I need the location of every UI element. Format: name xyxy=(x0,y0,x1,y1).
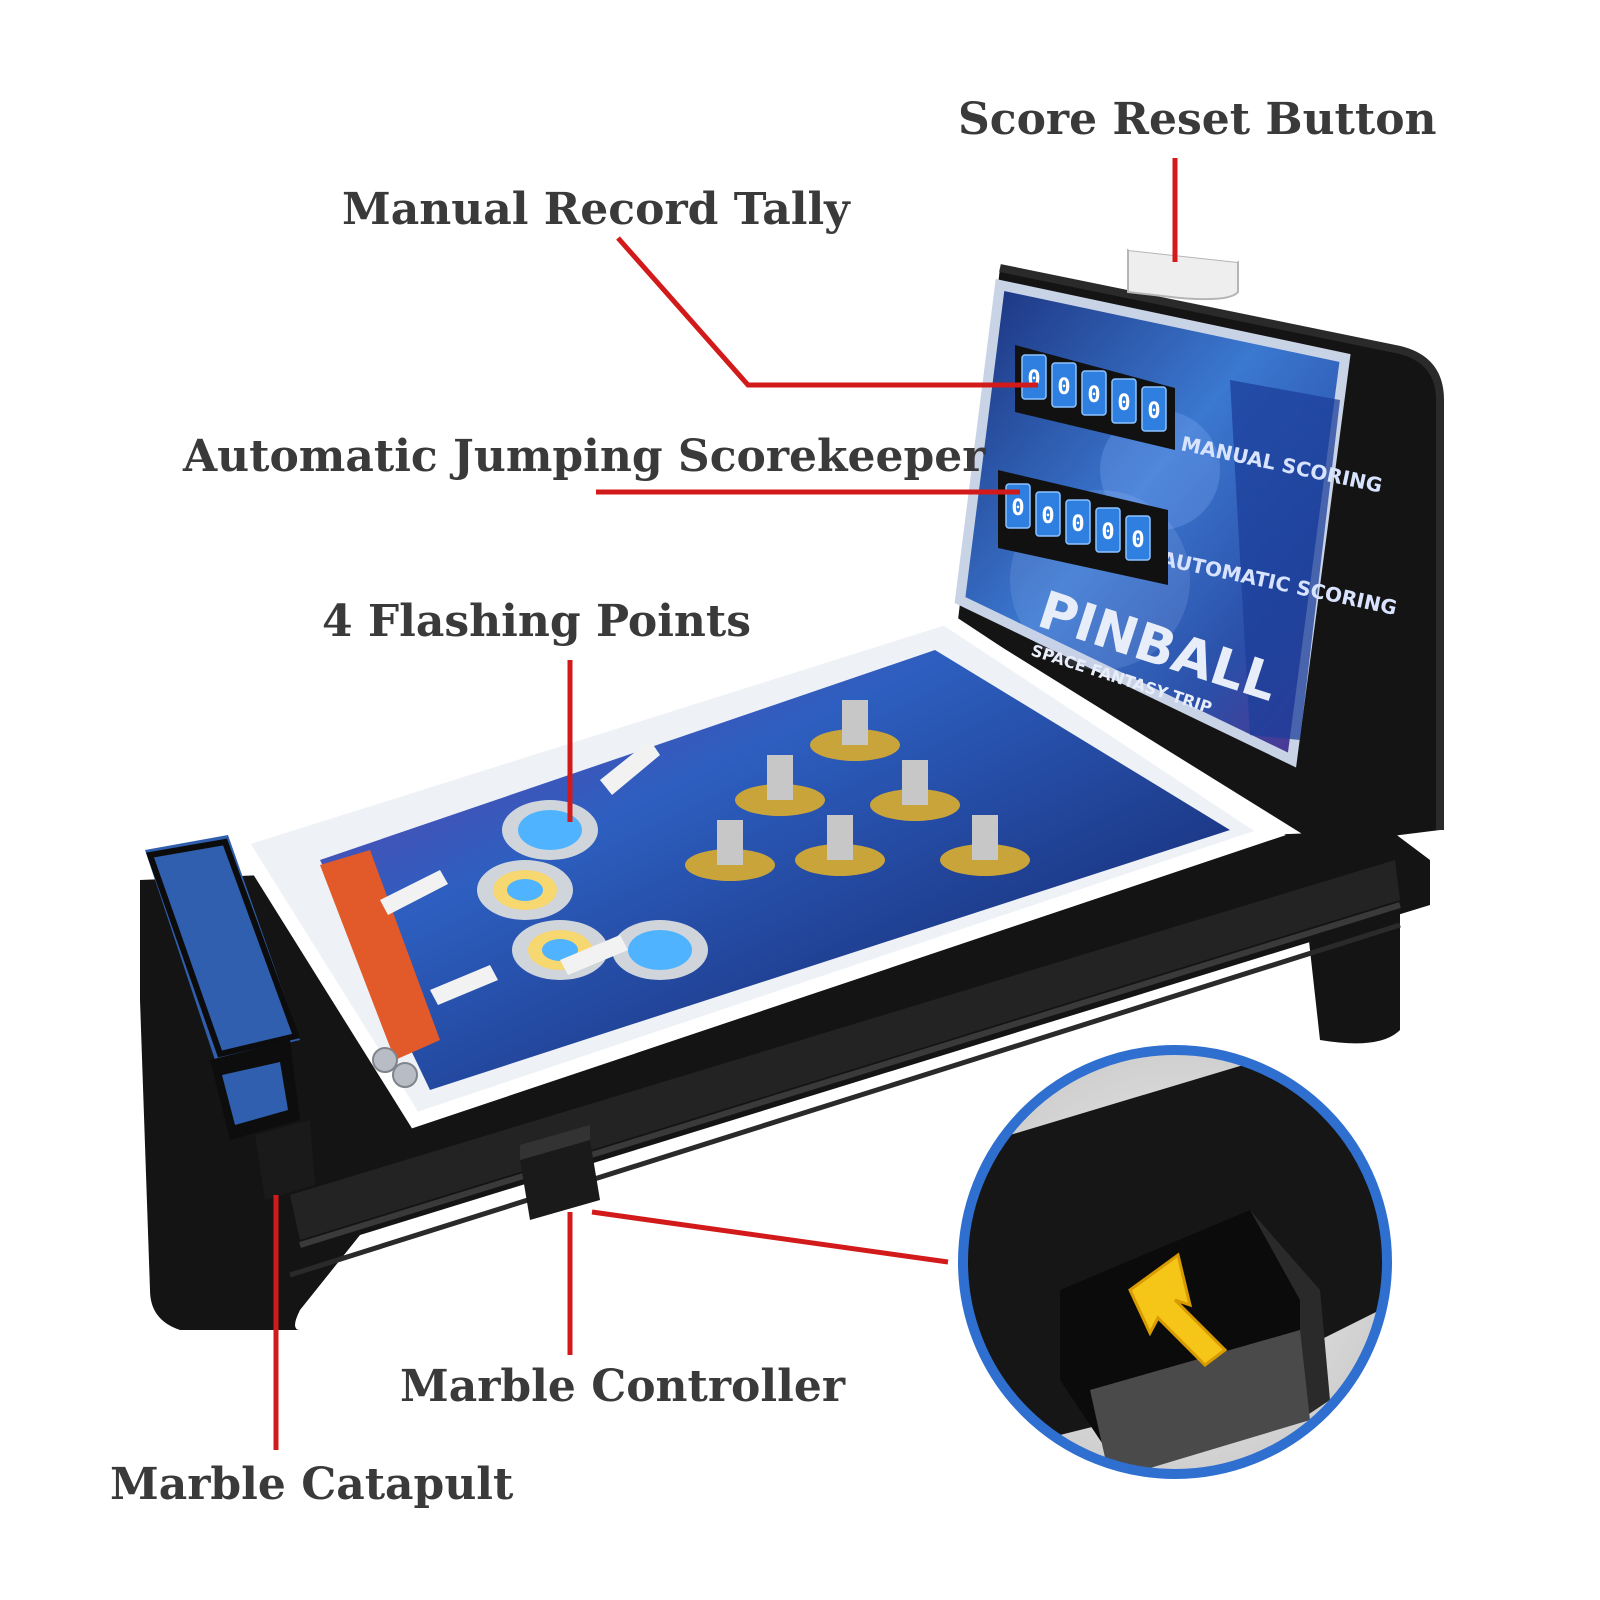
flashing-point xyxy=(612,920,708,980)
score-reset-button-label: Score Reset Button xyxy=(958,94,1437,145)
manual-digit: 0 xyxy=(1147,399,1160,424)
automatic-digit-tile xyxy=(1035,491,1061,537)
flipper xyxy=(380,870,448,915)
bumper xyxy=(870,760,960,821)
flipper xyxy=(600,740,660,795)
automatic-digit-tile xyxy=(1065,499,1091,545)
zoom-ring xyxy=(958,1045,1392,1479)
spring-bumpers xyxy=(685,700,1030,881)
marble-catapult-label: Marble Catapult xyxy=(110,1459,514,1510)
manual-digit-tile xyxy=(1021,354,1047,400)
score-reset-button[interactable] xyxy=(1127,242,1239,301)
automatic-digit-tile xyxy=(1125,515,1151,561)
bumper xyxy=(795,815,885,876)
flipper xyxy=(430,965,498,1005)
flashing-point xyxy=(502,800,598,860)
flashing-point xyxy=(477,860,573,920)
marble-catapult[interactable] xyxy=(210,1040,315,1200)
manual-digit-tile xyxy=(1111,378,1137,424)
automatic-digit: 0 xyxy=(1071,512,1084,537)
automatic-digit-tile xyxy=(1005,483,1031,529)
side-logo-panel xyxy=(145,835,300,1060)
callout-line-controller-zoom xyxy=(591,1209,949,1265)
callout-lines xyxy=(273,158,1178,1450)
automatic-digit: 0 xyxy=(1101,520,1114,545)
manual-digit-tile xyxy=(1081,370,1107,416)
automatic-jumping-scorekeeper-label: Automatic Jumping Scorekeeper xyxy=(183,431,986,482)
automatic-digit-tile xyxy=(1095,507,1121,553)
automatic-digit: 0 xyxy=(1131,528,1144,553)
marbles xyxy=(372,1047,418,1088)
playfield xyxy=(320,650,1230,1090)
manual-record-tally-label: Manual Record Tally xyxy=(342,184,850,235)
manual-digit-tile xyxy=(1141,386,1167,432)
controller-zoom-inset xyxy=(958,1045,1392,1479)
arrow-icon xyxy=(1128,1252,1228,1367)
manual-digit: 0 xyxy=(1117,391,1130,416)
flippers[interactable] xyxy=(380,740,660,1005)
bumper xyxy=(810,700,900,761)
callout-line-manual-tally xyxy=(616,236,1038,388)
flashing-points-label: 4 Flashing Points xyxy=(322,596,751,647)
manual-digit: 0 xyxy=(1087,383,1100,408)
bumper xyxy=(940,815,1030,876)
manual-digit: 0 xyxy=(1057,375,1070,400)
bumper xyxy=(735,755,825,816)
automatic-digit: 0 xyxy=(1011,496,1024,521)
manual-digit-tile xyxy=(1051,362,1077,408)
flipper xyxy=(560,935,628,975)
bumper xyxy=(685,820,775,881)
marble-controller[interactable] xyxy=(520,1125,600,1220)
manual-digit: 0 xyxy=(1027,367,1040,392)
marble-controller-label: Marble Controller xyxy=(400,1361,846,1412)
automatic-digit: 0 xyxy=(1041,504,1054,529)
